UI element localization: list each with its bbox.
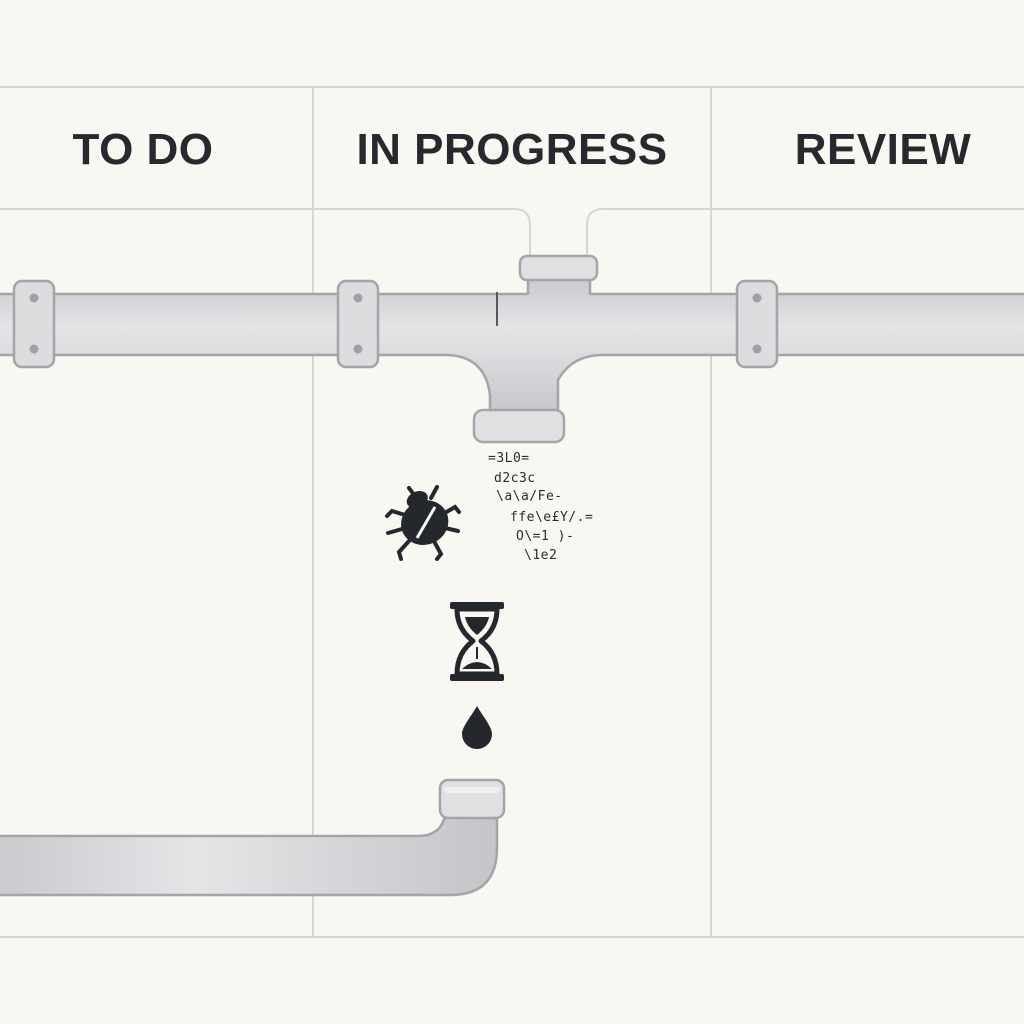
tee-top-collar [518,254,599,282]
header-bottom-border-left-curve [313,208,531,258]
column-header-review: REVIEW [794,125,972,174]
code-line: \a\a/Fe- [496,489,563,504]
bottom-pipe-collar-band [444,787,500,793]
main-pipe-body [0,276,1024,422]
pipe-clamp-middle [336,279,380,369]
pipe-clamp-left [12,279,56,369]
bottom-pipe-collar [438,778,506,820]
tee-outlet-collar [472,408,566,444]
code-line: O\=1 )- [516,529,575,544]
code-line: =3L0= [488,451,530,466]
water-drop-icon [462,706,492,749]
bottom-pipe-body [0,790,499,897]
code-line: ffe\e£Y/.= [510,510,594,525]
pipe-clamp-right [735,279,779,369]
column-header-todo: TO DO [72,125,214,174]
main-pipe [0,254,1024,444]
board-grid [0,86,1024,938]
bug-icon [385,485,461,561]
code-line: \1e2 [524,548,558,563]
column-header-in-progress: IN PROGRESS [356,125,668,174]
header-bottom-border-right-curve [586,208,711,258]
bottom-pipe [0,778,506,897]
hourglass-icon [450,602,504,681]
code-line: d2c3c [494,471,536,486]
